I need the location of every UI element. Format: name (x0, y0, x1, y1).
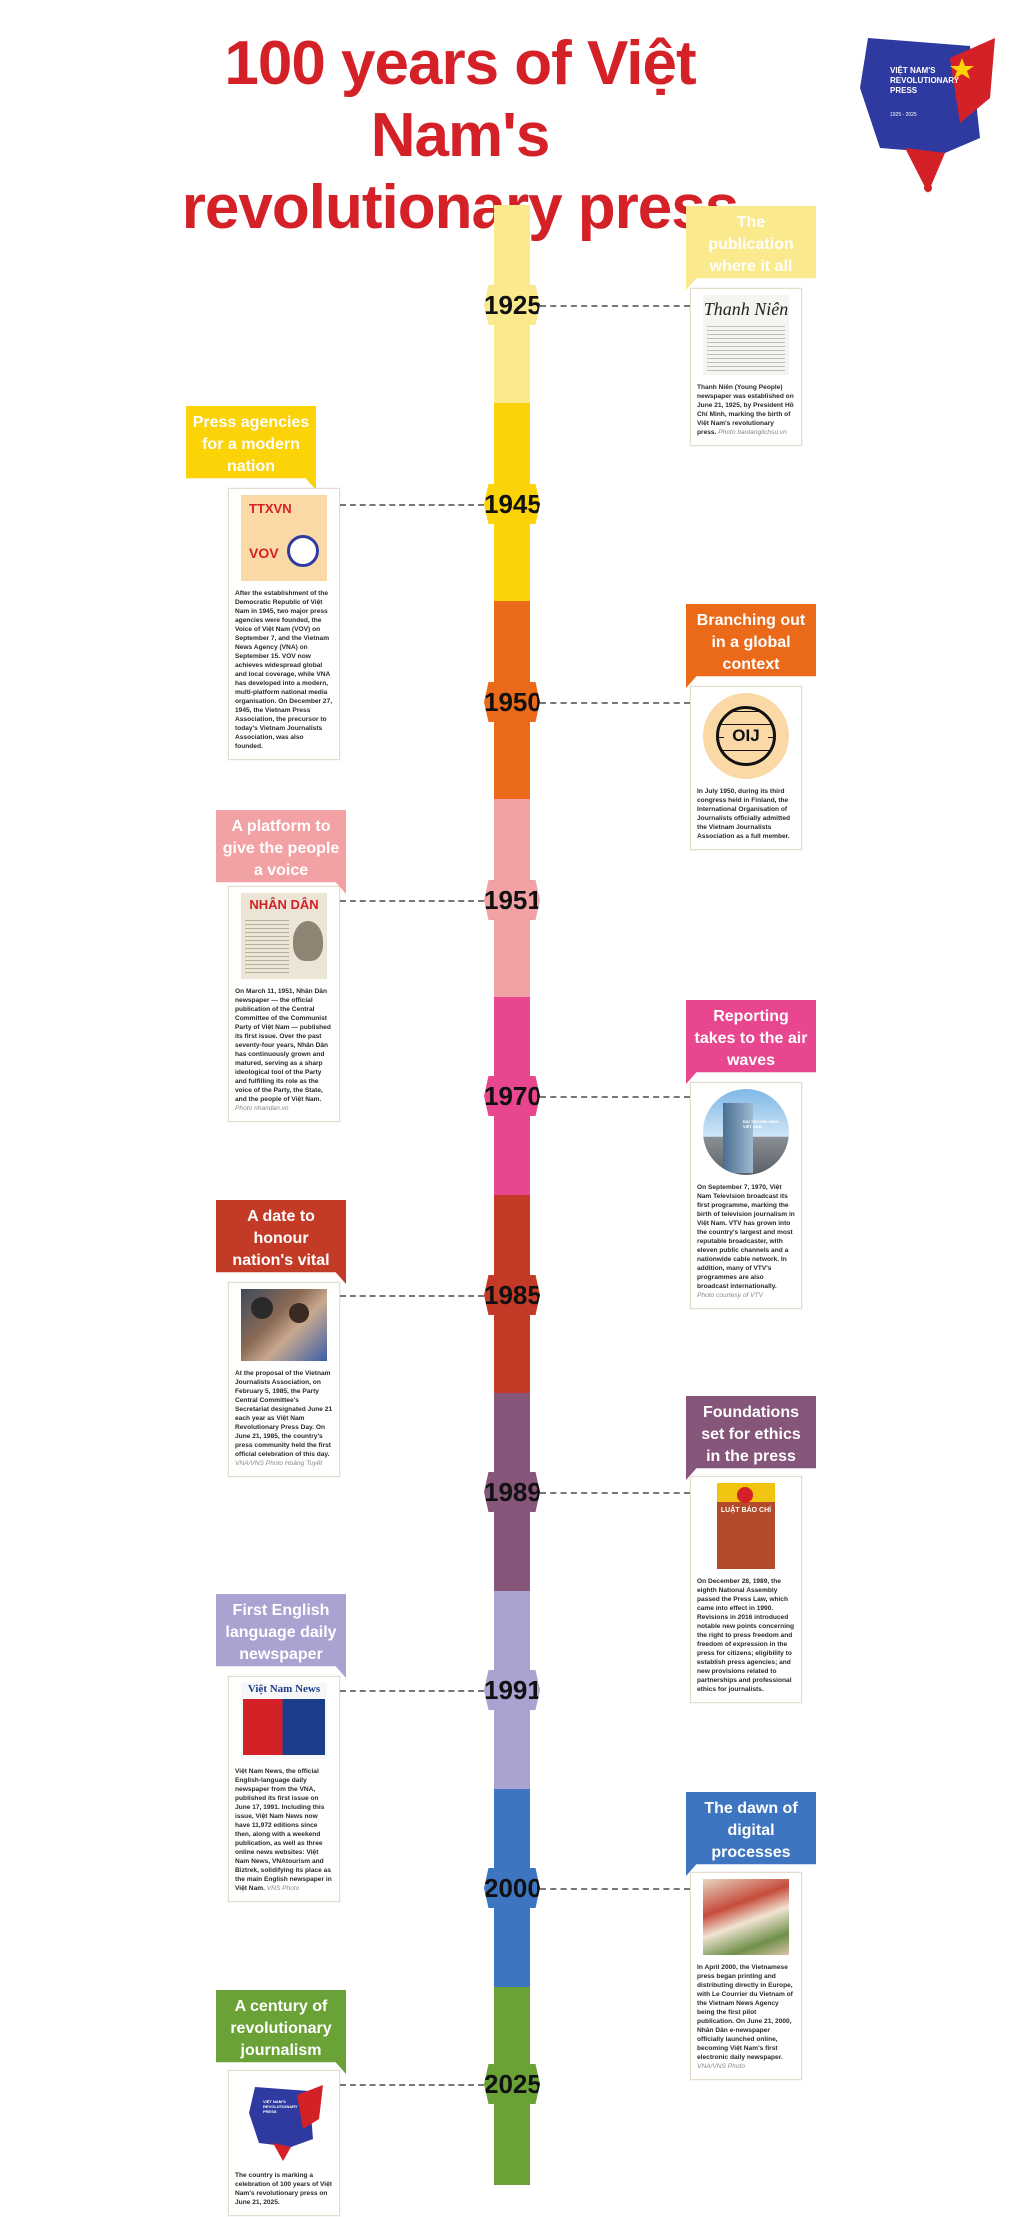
connector-2000 (540, 1888, 690, 1890)
ribbon-1991: First English language daily newspaper (216, 1594, 346, 1678)
year-badge-2025: 2025 (484, 2064, 540, 2104)
ribbon-1970: Reporting takes to the air waves (686, 1000, 816, 1084)
year-badge-1989: 1989 (484, 1472, 540, 1512)
flag-photo (243, 1699, 325, 1755)
year-badge-1991: 1991 (484, 1670, 540, 1710)
newspapers-stack-image (703, 1879, 789, 1955)
event-text-1951: On March 11, 1951, Nhân Dân newspaper — … (235, 988, 331, 1112)
ribbon-2000: The dawn of digital processes (686, 1792, 816, 1876)
event-text-1950: In July 1950, during its third congress … (697, 788, 791, 840)
year-badge-1985: 1985 (484, 1275, 540, 1315)
title-line-2: revolutionary press (181, 173, 739, 242)
event-text-1970: On September 7, 1970, Việt Nam Televisio… (697, 1184, 795, 1299)
event-card-1985: At the proposal of the Vietnam Journalis… (228, 1282, 340, 1477)
logo-text: VIỆT NAM'S REVOLUTIONARY PRESS (890, 66, 960, 95)
event-text-1945: After the establishment of the Democrati… (235, 590, 333, 750)
event-text-1989: On December 28, 1989, the eighth Nationa… (697, 1578, 795, 1693)
title-line-1: 100 years of Việt Nam's (224, 29, 696, 170)
event-card-1945: TTXVN VOV After the establishment of the… (228, 488, 340, 760)
connector-1989 (540, 1492, 690, 1494)
year-badge-1950: 1950 (484, 682, 540, 722)
event-card-2000: In April 2000, the Vietnamese press bega… (690, 1872, 802, 2080)
year-badge-1945: 1945 (484, 484, 540, 524)
connector-2025 (340, 2084, 484, 2086)
event-text-1925: Thanh Niên (Young People) newspaper was … (697, 384, 794, 436)
year-badge-1970: 1970 (484, 1076, 540, 1116)
event-card-1951: NHÂN DÂN On March 11, 1951, Nhân Dân new… (228, 886, 340, 1122)
tower-image (723, 1103, 753, 1173)
ribbon-1951: A platform to give the people a voice (216, 810, 346, 894)
nhan-dan-newspaper-image: NHÂN DÂN (241, 893, 327, 979)
thanh-nien-newspaper-image: Thanh Niên (703, 295, 789, 375)
year-badge-1925: 1925 (484, 285, 540, 325)
event-card-2025: VIỆT NAM'S REVOLUTIONARY PRESS The count… (228, 2070, 340, 2216)
event-card-1970: ĐÀI TRUYỀN HÌNH VIỆT NAM On September 7,… (690, 1082, 802, 1309)
newspaper-columns (707, 325, 785, 371)
logo-emblem-icon (860, 38, 995, 193)
oij-logo-image: OIJ (703, 693, 789, 779)
connector-1970 (540, 1096, 690, 1098)
connector-1951 (340, 900, 484, 902)
connector-1985 (340, 1295, 484, 1297)
event-text-2025: The country is marking a celebration of … (235, 2172, 332, 2206)
event-text-2000: In April 2000, the Vietnamese press bega… (697, 1964, 793, 2070)
event-card-1991: Việt Nam News Việt Nam News, the officia… (228, 1676, 340, 1902)
ttxvn-vov-logos-image: TTXVN VOV (241, 495, 327, 581)
ribbon-1945: Press agencies for a modern nation (186, 406, 316, 490)
anniversary-logo: VIỆT NAM'S REVOLUTIONARY PRESS 1925 - 20… (850, 28, 1000, 198)
journalists-association-icon (287, 535, 319, 567)
page-title: 100 years of Việt Nam's revolutionary pr… (150, 28, 770, 244)
vtv-building-image: ĐÀI TRUYỀN HÌNH VIỆT NAM (703, 1089, 789, 1175)
connector-1925 (540, 305, 690, 307)
year-badge-2000: 2000 (484, 1868, 540, 1908)
year-badge-1951: 1951 (484, 880, 540, 920)
ribbon-1925: The publication where it all began (686, 206, 816, 290)
connector-1950 (540, 702, 690, 704)
event-card-1925: Thanh Niên Thanh Niên (Young People) new… (690, 288, 802, 446)
newspaper-columns (245, 917, 289, 973)
ribbon-2025: A century of revolutionary journalism (216, 1990, 346, 2074)
event-card-1950: OIJ In July 1950, during its third congr… (690, 686, 802, 850)
ribbon-1985: A date to honour nation's vital press (216, 1200, 346, 1284)
event-card-1989: LUẬT BÁO CHÍ On December 28, 1989, the e… (690, 1476, 802, 1703)
connector-1991 (340, 1690, 484, 1692)
connector-1945 (340, 504, 484, 506)
people-image (289, 1303, 309, 1323)
ribbon-1989: Foundations set for ethics in the press (686, 1396, 816, 1480)
event-text-1985: At the proposal of the Vietnam Journalis… (235, 1370, 333, 1467)
emblem-icon (737, 1487, 753, 1503)
ribbon-1950: Branching out in a global context (686, 604, 816, 688)
viet-nam-news-front-page-image: Việt Nam News (241, 1683, 327, 1759)
event-text-1991: Việt Nam News, the official English-lang… (235, 1768, 332, 1892)
logo-years: 1925 - 2025 (890, 112, 917, 118)
portrait-image (293, 921, 323, 961)
anniversary-logo-image: VIỆT NAM'S REVOLUTIONARY PRESS (241, 2077, 327, 2163)
press-law-book-image: LUẬT BÁO CHÍ (717, 1483, 775, 1569)
logo-emblem-icon (249, 2085, 323, 2161)
press-celebration-photo (241, 1289, 327, 1361)
people-image (251, 1297, 273, 1319)
